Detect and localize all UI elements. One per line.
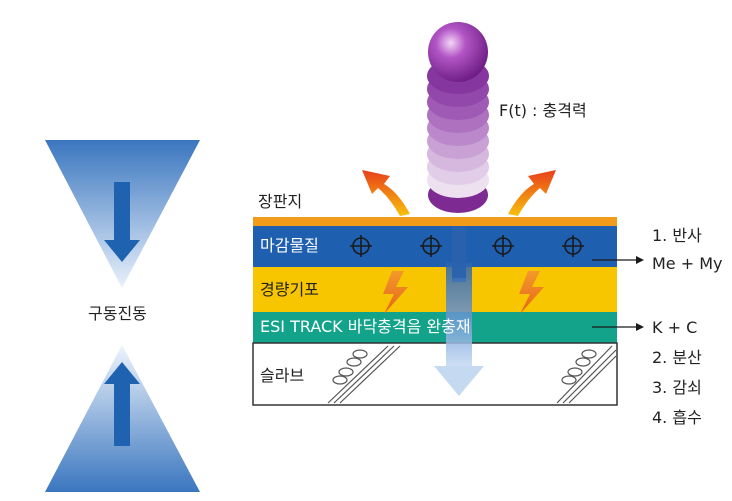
layer-esi (253, 312, 617, 343)
vibration-indicator (45, 140, 200, 492)
list-item-reflect: 1. 반사 (652, 226, 702, 245)
layer-slab (252, 342, 618, 406)
impact-ball (428, 22, 488, 82)
layer-light (253, 267, 617, 312)
crosshair-2 (420, 235, 442, 257)
crosshair-1 (350, 235, 372, 257)
down-arrow-shaft (114, 182, 130, 244)
reflection-arrows (362, 170, 556, 216)
slab-rebar-left (327, 345, 401, 404)
layer-light-label: 경량기포 (260, 280, 319, 299)
drive-vibration-label: 구동진동 (88, 304, 147, 323)
list-item-kc: K + C (652, 318, 698, 337)
energy-bolts (383, 271, 544, 314)
layer-top-strip (253, 217, 617, 226)
list-item-disperse: 2. 분산 (652, 348, 702, 367)
layer-esi-label: ESI TRACK 바닥충격음 완충재 (260, 317, 471, 336)
up-arrow-head (104, 362, 140, 384)
up-arrow-shaft (114, 382, 130, 446)
list-item-formula: Me + My (652, 254, 723, 273)
reflect-arrow-right (508, 170, 556, 216)
list-item-absorb: 4. 흡수 (652, 408, 702, 427)
impact-ball-stack (427, 22, 489, 213)
bolt-right (519, 271, 544, 314)
layer-slab-label: 슬라브 (260, 366, 305, 385)
bolt-left (383, 271, 408, 314)
impact-transfer-arrow (434, 226, 484, 396)
layer-top-label: 장판지 (258, 192, 303, 211)
down-arrow-head (104, 240, 140, 262)
impact-force-label: F(t) : 충격력 (499, 101, 587, 120)
layer-finish-label: 마감물질 (260, 236, 319, 255)
crosshair-3 (492, 235, 514, 257)
crosshair-targets (350, 235, 584, 257)
crosshair-4 (562, 235, 584, 257)
reflect-arrow-left (362, 170, 410, 216)
list-item-damping: 3. 감쇠 (652, 378, 702, 397)
floor-layers (252, 217, 618, 406)
slab-rebar-right (556, 345, 617, 404)
label-pointers (592, 256, 644, 331)
